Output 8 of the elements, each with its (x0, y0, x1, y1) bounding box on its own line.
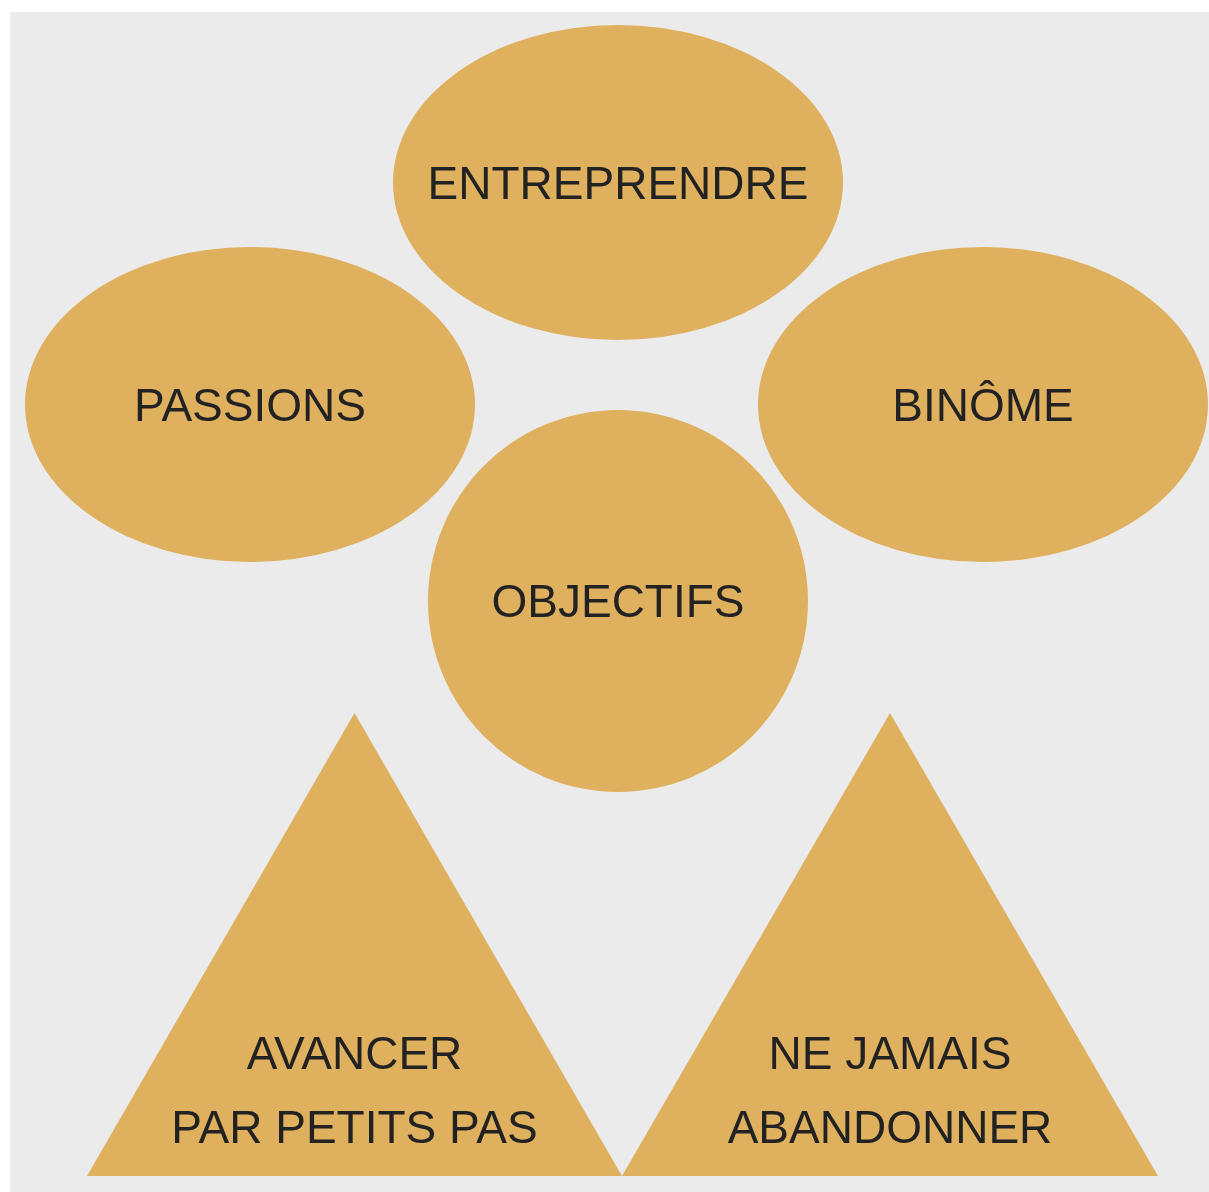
node-label: PASSIONS (133, 377, 367, 433)
node-label: OBJECTIFS (490, 574, 746, 629)
node-label: NE JAMAIS (767, 1026, 1013, 1081)
node-label: ENTREPRENDRE (426, 155, 810, 211)
node-label: ABANDONNER (726, 1100, 1054, 1155)
node-label: PAR PETITS PAS (170, 1100, 539, 1155)
node-label: BINÔME (891, 377, 1075, 433)
node-label: AVANCER (245, 1026, 464, 1081)
